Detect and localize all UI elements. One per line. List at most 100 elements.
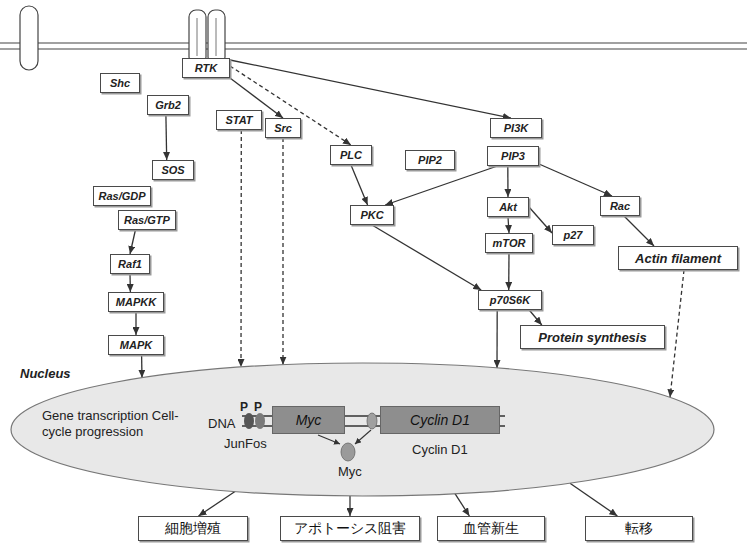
node-label: Protein synthesis (538, 330, 646, 345)
node-label: RTK (195, 62, 217, 74)
node-label: 細胞増殖 (165, 520, 221, 538)
text-holder: P (254, 397, 262, 415)
connector-arrow (372, 225, 481, 290)
text-holder: P (240, 397, 248, 415)
molecule-box: Rac (600, 196, 640, 216)
node-label: p27 (564, 229, 583, 241)
molecule-box: p27 (552, 225, 594, 245)
connector-arrow (282, 138, 283, 365)
protein-symbol (255, 413, 265, 429)
node-label: p70S6K (490, 294, 530, 306)
connector-arrow (135, 312, 136, 335)
receptor-detail (216, 18, 217, 56)
molecule-box: Src (265, 118, 301, 138)
connector-arrow (455, 494, 469, 516)
node-label: 血管新生 (463, 520, 519, 538)
receptor-symbol (20, 6, 38, 70)
nucleus-outline (11, 363, 714, 496)
text-holder: JunFos (224, 434, 267, 452)
nucleus-heading: Nucleus (20, 366, 71, 381)
connector-arrow (141, 355, 143, 378)
connector-arrow (539, 164, 612, 196)
node-label: Ras/GDP (98, 190, 145, 202)
connector-arrow (570, 483, 617, 516)
node-label: STAT (225, 114, 252, 126)
nucleus-ellipse: NucleusGene transcription Cell-cycle pro… (10, 362, 715, 497)
text-holder: Cyclin D1 (412, 440, 468, 458)
connector-arrow (199, 492, 236, 517)
connector-arrow (385, 166, 497, 205)
connector-arrow (529, 310, 542, 325)
molecule-box: PLC (330, 145, 372, 165)
molecule-box: Raf1 (110, 254, 150, 274)
connector-arrow (624, 216, 654, 246)
node-label: SOS (161, 164, 184, 176)
receptor-detail (197, 18, 198, 56)
gene-box: Myc (272, 406, 345, 434)
connector-arrow (508, 253, 510, 290)
molecule-box: MAPKK (108, 292, 164, 312)
outcome-box: 細胞増殖 (138, 516, 248, 541)
molecule-box: RTK (182, 58, 230, 78)
molecule-box: PKC (350, 205, 394, 225)
node-label: PKC (360, 209, 383, 221)
connector-arrow (129, 274, 131, 292)
nucleus-text: Gene transcription Cell-cycle progressio… (42, 408, 192, 440)
connector-arrow (507, 166, 509, 197)
connector-arrow (230, 60, 511, 118)
text-holder: Gene transcription Cell-cycle progressio… (42, 408, 192, 440)
node-label: Cyclin D1 (410, 412, 470, 428)
molecule-box: Protein synthesis (520, 325, 665, 349)
diagram-label: JunFos (224, 436, 267, 451)
membrane-line (0, 42, 747, 43)
node-label: mTOR (493, 237, 526, 249)
node-label: MAPK (120, 339, 152, 351)
diagram-label: Myc (338, 464, 362, 479)
connector-arrow (496, 310, 498, 368)
connector-arrow (130, 230, 135, 254)
molecule-box: Ras/GDP (93, 186, 151, 206)
receptor-symbol (189, 10, 206, 64)
diagram-label: DNA (208, 416, 235, 431)
connector-arrow (240, 130, 242, 367)
protein-symbol (367, 413, 377, 429)
connector-arrow (351, 165, 368, 205)
node-label: Myc (296, 412, 322, 428)
molecule-box: Actin filament (618, 246, 738, 270)
text-holder: DNA (208, 414, 235, 432)
node-label: PIP3 (501, 150, 525, 162)
node-label: アポトーシス阻害 (294, 520, 406, 538)
node-label: MAPKK (116, 296, 156, 308)
molecule-box: p70S6K (478, 290, 542, 310)
connector-arrow (670, 270, 684, 397)
molecule-box: mTOR (485, 233, 533, 253)
node-label: PIP2 (418, 154, 442, 166)
molecule-box: PI3K (490, 118, 542, 138)
protein-symbol (341, 443, 355, 461)
protein-symbol (244, 413, 254, 429)
connector-arrow (230, 66, 351, 145)
connector-arrow (508, 217, 509, 233)
node-label: Grb2 (155, 99, 181, 111)
molecule-box: Ras/GTP (118, 210, 176, 230)
node-label: Shc (110, 77, 130, 89)
connector-arrow (165, 115, 167, 160)
molecule-box: Shc (100, 73, 140, 93)
node-label: Src (274, 122, 292, 134)
molecule-box: PIP2 (405, 150, 455, 170)
outcome-box: 転移 (585, 516, 693, 541)
molecule-box: PIP3 (487, 146, 539, 166)
molecule-box: MAPK (108, 335, 164, 355)
node-label: PI3K (504, 122, 528, 134)
node-label: PLC (340, 149, 362, 161)
connector-arrow (529, 207, 552, 233)
node-label: Actin filament (635, 251, 721, 266)
outcome-box: アポトーシス阻害 (280, 516, 420, 541)
node-label: Ras/GTP (124, 214, 170, 226)
connector-arrow (349, 496, 350, 516)
molecule-box: Grb2 (147, 95, 189, 115)
node-label: Akt (499, 201, 517, 213)
node-label: 転移 (625, 520, 653, 538)
outcome-box: 血管新生 (437, 516, 545, 541)
